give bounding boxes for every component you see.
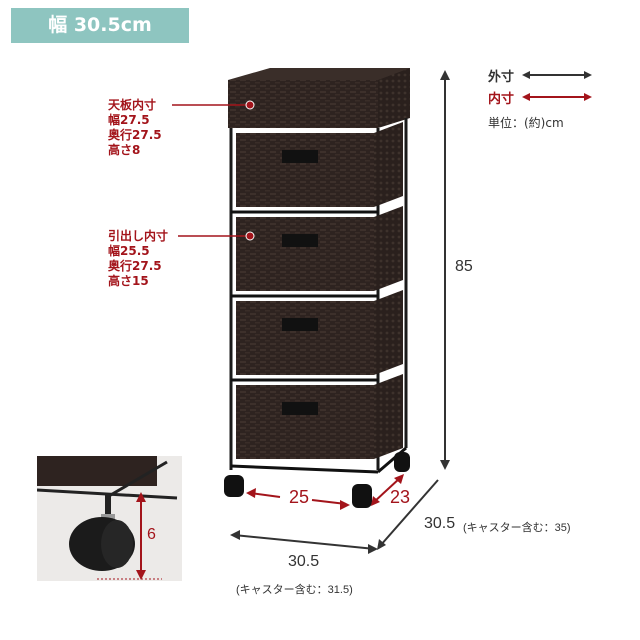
- legend-outer: 外寸: [488, 64, 593, 86]
- drawer-depth: 奥行27.5: [108, 259, 162, 273]
- double-arrow-icon: [522, 93, 593, 101]
- drawer-annotation: 引出し内寸 幅25.5 奥行27.5 高さ15: [108, 229, 168, 289]
- drawer-height: 高さ15: [108, 274, 149, 288]
- drawers: [231, 122, 403, 459]
- caster: [352, 484, 372, 508]
- legend-inner-label: 内寸: [488, 91, 515, 107]
- depth-with-casters: (キャスター含む：35): [463, 522, 571, 534]
- height-dimension: 85: [455, 258, 473, 275]
- caster: [394, 452, 410, 472]
- legend: 外寸 内寸 単位：(約)cm: [488, 64, 593, 131]
- caster-depth-dimension: 23: [390, 487, 411, 507]
- legend-inner: 内寸: [488, 86, 593, 108]
- caster-closeup-illustration: [37, 456, 178, 580]
- unit-label: 単位：(約)cm: [488, 116, 564, 130]
- top-panel-title: 天板内寸: [108, 98, 157, 112]
- caster: [224, 475, 244, 497]
- drawer-title: 引出し内寸: [108, 229, 169, 243]
- legend-outer-label: 外寸: [488, 69, 515, 85]
- caster-width-dimension: 25: [289, 487, 310, 507]
- width-badge: 幅 30.5cm: [11, 8, 189, 43]
- drawer-width: 幅25.5: [108, 244, 150, 258]
- caster-closeup-inset: 6: [37, 456, 182, 581]
- caster-height-dimension: 6: [147, 526, 156, 543]
- top-panel-depth: 奥行27.5: [108, 128, 162, 142]
- top-panel-width: 幅27.5: [108, 113, 150, 127]
- double-arrow-icon: [522, 71, 593, 79]
- width-with-casters: (キャスター含む：31.5): [236, 584, 353, 596]
- width-dimension: 30.5: [288, 553, 320, 570]
- top-panel-height: 高さ8: [108, 143, 141, 157]
- top-panel-annotation: 天板内寸 幅27.5 奥行27.5 高さ8: [108, 98, 162, 158]
- depth-dimension: 30.5: [424, 515, 456, 532]
